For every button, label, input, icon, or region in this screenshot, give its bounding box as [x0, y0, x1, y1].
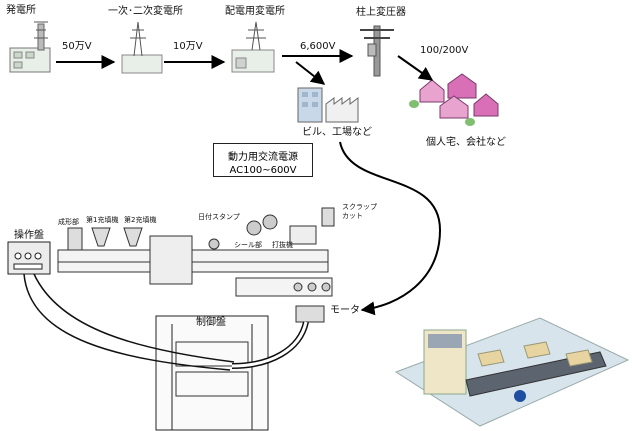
label-primary-secondary-substation: 一次･二次変電所 [108, 6, 183, 17]
label-power-plant: 発電所 [6, 5, 36, 16]
label-distribution-substation: 配電用変電所 [225, 6, 285, 17]
power-source-voltage: AC100~600V [229, 165, 297, 176]
label-motor: モータ [330, 305, 360, 316]
primary-secondary-substation-icon [121, 21, 163, 74]
label-voltage-500kv: 50万V [62, 41, 92, 52]
control-panel-icon [155, 315, 269, 431]
cables-drawing [23, 273, 309, 371]
label-punching-machine: 打抜機 [272, 241, 293, 249]
machine-line-drawing [57, 207, 335, 323]
buildings-factory-icon [297, 87, 359, 123]
power-plant-icon [9, 21, 51, 73]
power-source-box: 動力用交流電源 AC100~600V [213, 143, 313, 177]
label-filler-1: 第1充填機 [86, 216, 119, 224]
label-voltage-6600v: 6,600V [300, 41, 336, 52]
label-scrap: スクラップ [342, 203, 377, 211]
label-forming-unit: 成形部 [58, 218, 79, 226]
label-voltage-100-200v: 100/200V [420, 45, 469, 56]
label-filler-2: 第2充填機 [124, 216, 157, 224]
arrow-pole-to-houses [397, 55, 434, 81]
label-cut: カット [342, 212, 363, 220]
houses-icon [409, 73, 499, 126]
label-homes-offices: 個人宅、会社など [426, 137, 506, 148]
distribution-substation-icon [231, 21, 275, 73]
arrow-distribution-to-buildings [295, 61, 326, 85]
label-buildings-factories: ビル、工場など [302, 127, 372, 138]
label-voltage-100kv: 10万V [173, 41, 203, 52]
arrow-power-to-motor [339, 141, 442, 316]
factory-machine-photo [394, 317, 630, 427]
label-operation-panel: 操作盤 [14, 230, 44, 241]
label-date-stamp: 日付スタンプ [198, 213, 240, 221]
label-seal-unit: シール部 [234, 241, 262, 249]
pole-transformer-icon [360, 25, 394, 77]
operation-panel-icon [7, 241, 51, 275]
power-source-title: 動力用交流電源 [228, 152, 298, 163]
label-pole-transformer: 柱上変圧器 [356, 7, 406, 18]
label-control-panel: 制御盤 [196, 317, 226, 328]
